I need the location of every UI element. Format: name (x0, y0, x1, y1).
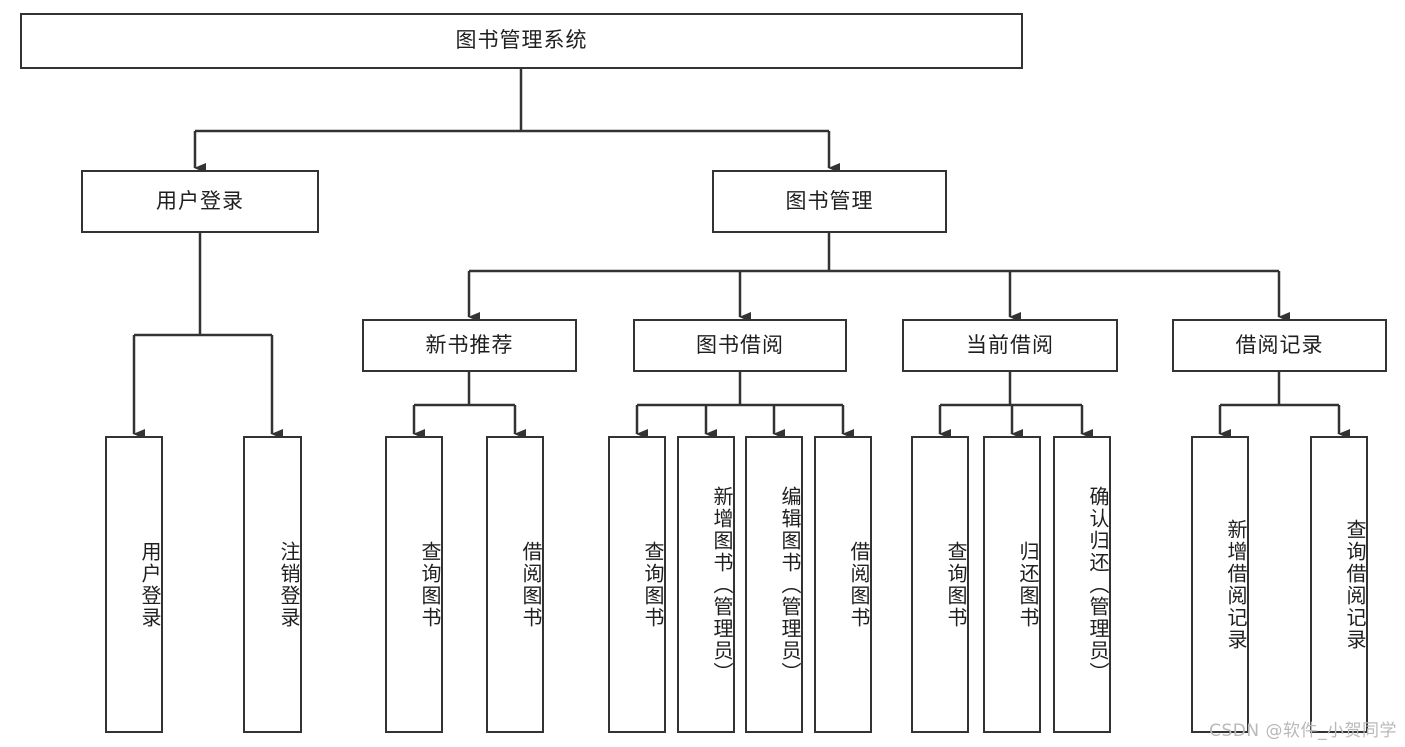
node-book-manage[interactable]: 图书管理 (712, 170, 947, 233)
node-leaf-query-book-2-label: 查询图书 (641, 540, 665, 629)
node-leaf-query-record-label: 查询借阅记录 (1343, 518, 1367, 651)
node-leaf-add-book-label: 新增图书（管理员） (710, 485, 734, 684)
node-leaf-confirm-return-label: 确认归还（管理员） (1086, 485, 1110, 684)
node-leaf-query-record[interactable]: 查询借阅记录 (1310, 436, 1368, 733)
node-book-manage-label: 图书管理 (785, 188, 874, 213)
node-borrow-record[interactable]: 借阅记录 (1172, 319, 1387, 372)
node-leaf-logout-label: 注销登录 (277, 540, 301, 629)
node-leaf-query-book-1-label: 查询图书 (418, 540, 442, 629)
node-book-borrow[interactable]: 图书借阅 (633, 319, 847, 372)
node-root-label: 图书管理系统 (455, 28, 588, 53)
node-new-book-recommend-label: 新书推荐 (425, 332, 514, 357)
node-leaf-return-book-label: 归还图书 (1016, 540, 1040, 629)
node-book-borrow-label: 图书借阅 (696, 332, 784, 357)
node-leaf-user-login-label: 用户登录 (138, 540, 162, 629)
node-user-login-label: 用户登录 (156, 188, 244, 213)
node-leaf-logout[interactable]: 注销登录 (243, 436, 302, 733)
node-leaf-add-book[interactable]: 新增图书（管理员） (677, 436, 735, 733)
node-leaf-edit-book-label: 编辑图书（管理员） (778, 485, 802, 684)
node-leaf-edit-book[interactable]: 编辑图书（管理员） (745, 436, 803, 733)
node-leaf-confirm-return[interactable]: 确认归还（管理员） (1053, 436, 1111, 733)
node-leaf-return-book[interactable]: 归还图书 (983, 436, 1041, 733)
node-leaf-borrow-book-1-label: 借阅图书 (519, 540, 543, 629)
node-current-borrow-label: 当前借阅 (966, 332, 1054, 357)
node-borrow-record-label: 借阅记录 (1235, 332, 1324, 357)
node-user-login[interactable]: 用户登录 (81, 170, 319, 233)
node-leaf-user-login[interactable]: 用户登录 (105, 436, 163, 733)
node-new-book-recommend[interactable]: 新书推荐 (362, 319, 577, 372)
node-leaf-borrow-book-2[interactable]: 借阅图书 (814, 436, 872, 733)
node-leaf-query-book-1[interactable]: 查询图书 (385, 436, 443, 733)
node-leaf-query-book-3-label: 查询图书 (944, 540, 968, 629)
node-leaf-borrow-book-1[interactable]: 借阅图书 (486, 436, 544, 733)
node-leaf-query-book-2[interactable]: 查询图书 (608, 436, 666, 733)
node-leaf-add-record-label: 新增借阅记录 (1224, 518, 1248, 651)
node-leaf-add-record[interactable]: 新增借阅记录 (1191, 436, 1249, 733)
node-leaf-query-book-3[interactable]: 查询图书 (911, 436, 969, 733)
watermark-text: CSDN @软件_小贺同学 (1209, 721, 1397, 741)
node-root[interactable]: 图书管理系统 (20, 13, 1023, 69)
node-current-borrow[interactable]: 当前借阅 (902, 319, 1118, 372)
node-leaf-borrow-book-2-label: 借阅图书 (847, 540, 871, 629)
